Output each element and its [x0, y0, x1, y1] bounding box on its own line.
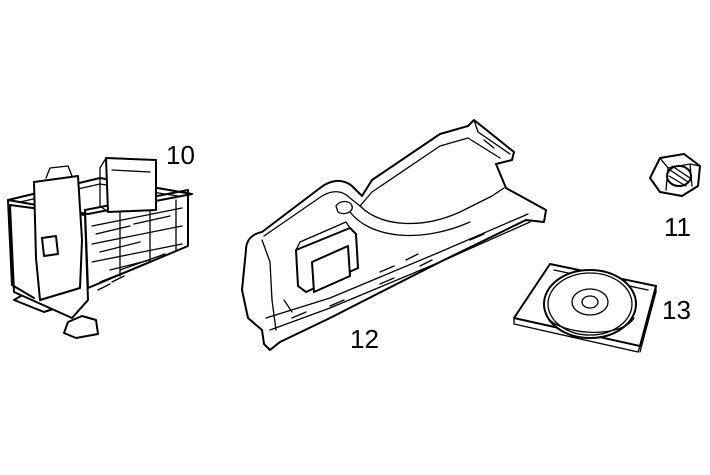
trim-panel — [241, 119, 547, 351]
hex-nut — [649, 153, 701, 197]
callout-part-10: 10 — [166, 140, 195, 170]
callout-part-11: 11 — [664, 212, 691, 242]
callout-part-12: 12 — [350, 324, 379, 354]
callout-part-13: 13 — [662, 295, 691, 325]
bracket-assembly — [7, 157, 193, 339]
disc-in-case — [513, 263, 657, 353]
